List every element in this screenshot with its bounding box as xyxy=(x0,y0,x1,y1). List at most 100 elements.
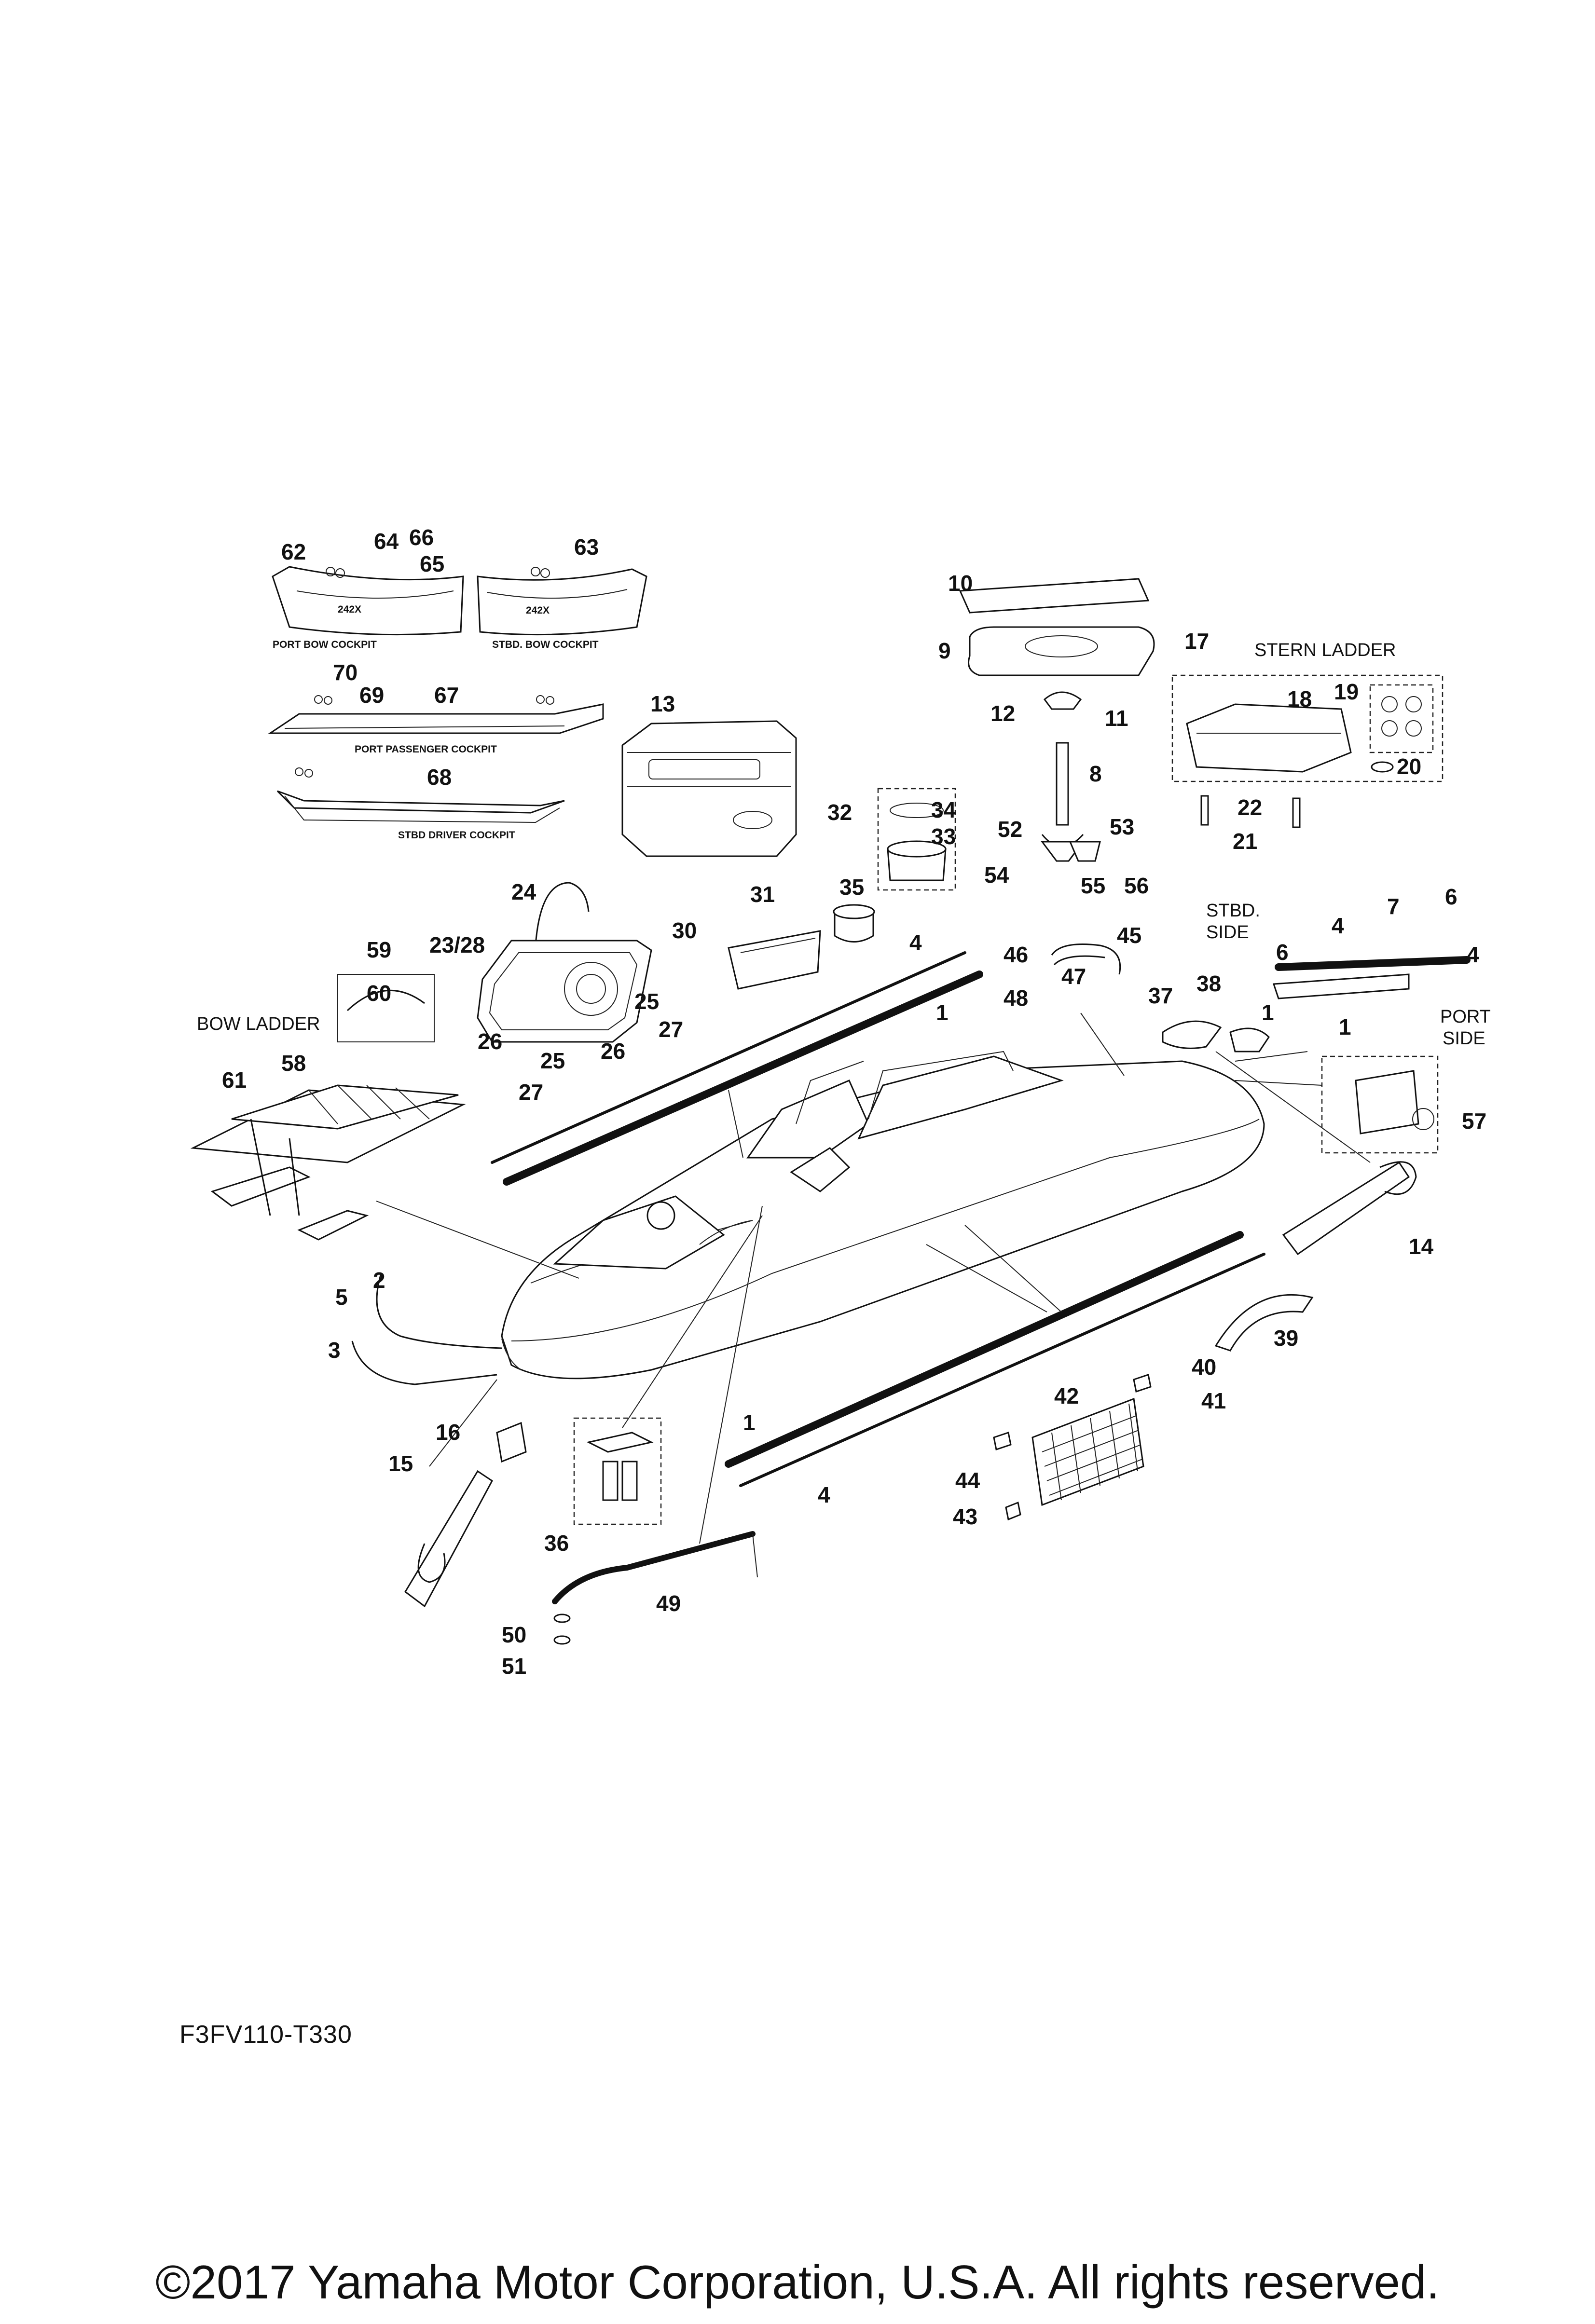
callout-50: 51 xyxy=(502,1654,526,1679)
rub-rail-upper xyxy=(491,951,983,1186)
callout-42: 43 xyxy=(953,1504,977,1529)
callout-43: 44 xyxy=(955,1468,980,1493)
fender-part xyxy=(1214,1294,1314,1352)
callout-4d: 4 xyxy=(818,1482,830,1507)
caption-port-passenger-cockpit: PORT PASSENGER COCKPIT xyxy=(355,744,497,755)
callout-6: 6 xyxy=(1445,884,1458,909)
callout-35: 36 xyxy=(544,1531,569,1556)
callout-6b: 6 xyxy=(1276,940,1289,965)
callout-19: 19 xyxy=(1334,679,1359,704)
bow-trim-strips xyxy=(351,1273,502,1385)
callout-14: 14 xyxy=(1409,1234,1434,1259)
callout-26: 26 xyxy=(601,1039,625,1064)
callout-1: 1 xyxy=(936,1000,949,1025)
callout-38: 39 xyxy=(1274,1326,1298,1351)
callout-58: 59 xyxy=(367,937,391,962)
callout-62: 63 xyxy=(574,534,599,560)
drain-fitting-group xyxy=(573,1417,662,1525)
callout-20: 20 xyxy=(1397,754,1421,779)
bow-ladder-group xyxy=(190,974,466,1241)
callout-2: 2 xyxy=(373,1268,385,1293)
callout-26b: 26 xyxy=(478,1029,502,1054)
callout-44: 45 xyxy=(1117,923,1141,948)
callout-4b: 4 xyxy=(1332,913,1344,938)
stbd-driver-cockpit-trim xyxy=(276,767,565,823)
callout-54: 55 xyxy=(1081,873,1105,898)
callout-16: 16 xyxy=(436,1420,460,1445)
stbd-bow-cockpit-panel: 242X xyxy=(477,567,647,636)
caption-stbd-side-1: STBD. xyxy=(1206,901,1260,921)
callout-34: 35 xyxy=(839,875,864,900)
caption-port-side-1: PORT xyxy=(1440,1007,1491,1027)
callout-5: 5 xyxy=(335,1285,348,1310)
callout-45: 46 xyxy=(1004,942,1028,967)
copyright-notice: ©2017 Yamaha Motor Corporation, U.S.A. A… xyxy=(155,2256,1440,2309)
callout-22: 22 xyxy=(1238,795,1262,820)
callout-52: 53 xyxy=(1110,814,1134,839)
speaker-panel-part xyxy=(477,882,652,1043)
caption-stern-ladder: STERN LADDER xyxy=(1254,640,1396,660)
callout-48: 49 xyxy=(656,1591,681,1616)
callout-7: 7 xyxy=(1387,894,1400,919)
callout-64: 65 xyxy=(420,551,444,576)
callout-1b: 1 xyxy=(1262,1000,1274,1025)
callout-61: 62 xyxy=(281,539,306,564)
callout-31: 32 xyxy=(827,800,852,825)
callout-57: 58 xyxy=(281,1051,306,1076)
callout-25b: 25 xyxy=(540,1048,565,1073)
caption-port-side-2: SIDE xyxy=(1443,1028,1485,1049)
callout-49: 50 xyxy=(502,1622,526,1647)
cargo-net-part xyxy=(993,1374,1152,1521)
stern-rail xyxy=(1272,956,1471,999)
caption-bow-ladder: BOW LADDER xyxy=(197,1014,320,1034)
diagram-captions: PORT BOW COCKPIT STBD. BOW COCKPIT PORT … xyxy=(197,639,1491,1049)
callout-67: 68 xyxy=(427,765,452,790)
callout-11: 11 xyxy=(1105,706,1128,731)
logo-text: 242X xyxy=(338,604,361,615)
boat-hull xyxy=(501,1051,1265,1380)
callout-3: 3 xyxy=(328,1338,341,1363)
diagram-code: F3FV110-T330 xyxy=(179,2021,352,2049)
callout-68: 69 xyxy=(359,683,384,708)
leader-lines xyxy=(376,1012,1371,1544)
callout-36: 37 xyxy=(1148,983,1173,1008)
callout-51: 52 xyxy=(998,817,1022,842)
callout-40: 41 xyxy=(1201,1388,1226,1413)
grab-handle-part xyxy=(1051,943,1121,975)
callout-23-28: 23/28 xyxy=(429,932,485,957)
callout-30: 31 xyxy=(750,882,775,907)
callout-32: 33 xyxy=(931,824,956,849)
callout-37: 38 xyxy=(1196,971,1221,996)
stern-light-part xyxy=(1162,1020,1270,1053)
callout-66: 67 xyxy=(434,683,459,708)
callout-21: 21 xyxy=(1233,829,1257,854)
caption-stbd-bow-cockpit: STBD. BOW COCKPIT xyxy=(492,639,599,650)
callout-25: 25 xyxy=(634,989,659,1014)
callout-9: 9 xyxy=(938,638,951,663)
callout-24: 24 xyxy=(511,879,536,904)
callout-15: 15 xyxy=(388,1451,413,1476)
callout-labels: 62 64 66 65 63 70 69 67 68 13 10 9 12 11… xyxy=(222,525,1486,1679)
stern-eye-plate xyxy=(1282,1161,1417,1256)
callout-65: 66 xyxy=(409,525,434,550)
port-passenger-cockpit-trim xyxy=(268,695,604,734)
callout-8: 8 xyxy=(1089,761,1102,786)
callout-47: 48 xyxy=(1004,985,1028,1011)
callout-55: 56 xyxy=(1124,873,1149,898)
callout-4c: 4 xyxy=(1467,942,1479,967)
callout-18: 18 xyxy=(1287,686,1312,711)
callout-53: 54 xyxy=(984,862,1009,888)
callout-27b: 27 xyxy=(519,1080,543,1105)
callout-29: 30 xyxy=(672,918,697,943)
callout-1d: 1 xyxy=(743,1410,756,1435)
callout-41: 42 xyxy=(1054,1383,1079,1408)
callout-63: 64 xyxy=(374,529,399,554)
storage-tray-part xyxy=(728,904,875,990)
transom-cleat-plate xyxy=(1321,1055,1439,1154)
logo-text: 242X xyxy=(526,605,550,616)
caption-stbd-driver-cockpit: STBD DRIVER COCKPIT xyxy=(398,830,515,841)
caption-port-bow-cockpit: PORT BOW COCKPIT xyxy=(273,639,377,650)
callout-59: 60 xyxy=(367,981,391,1006)
rub-rail-lower xyxy=(725,1231,1265,1487)
